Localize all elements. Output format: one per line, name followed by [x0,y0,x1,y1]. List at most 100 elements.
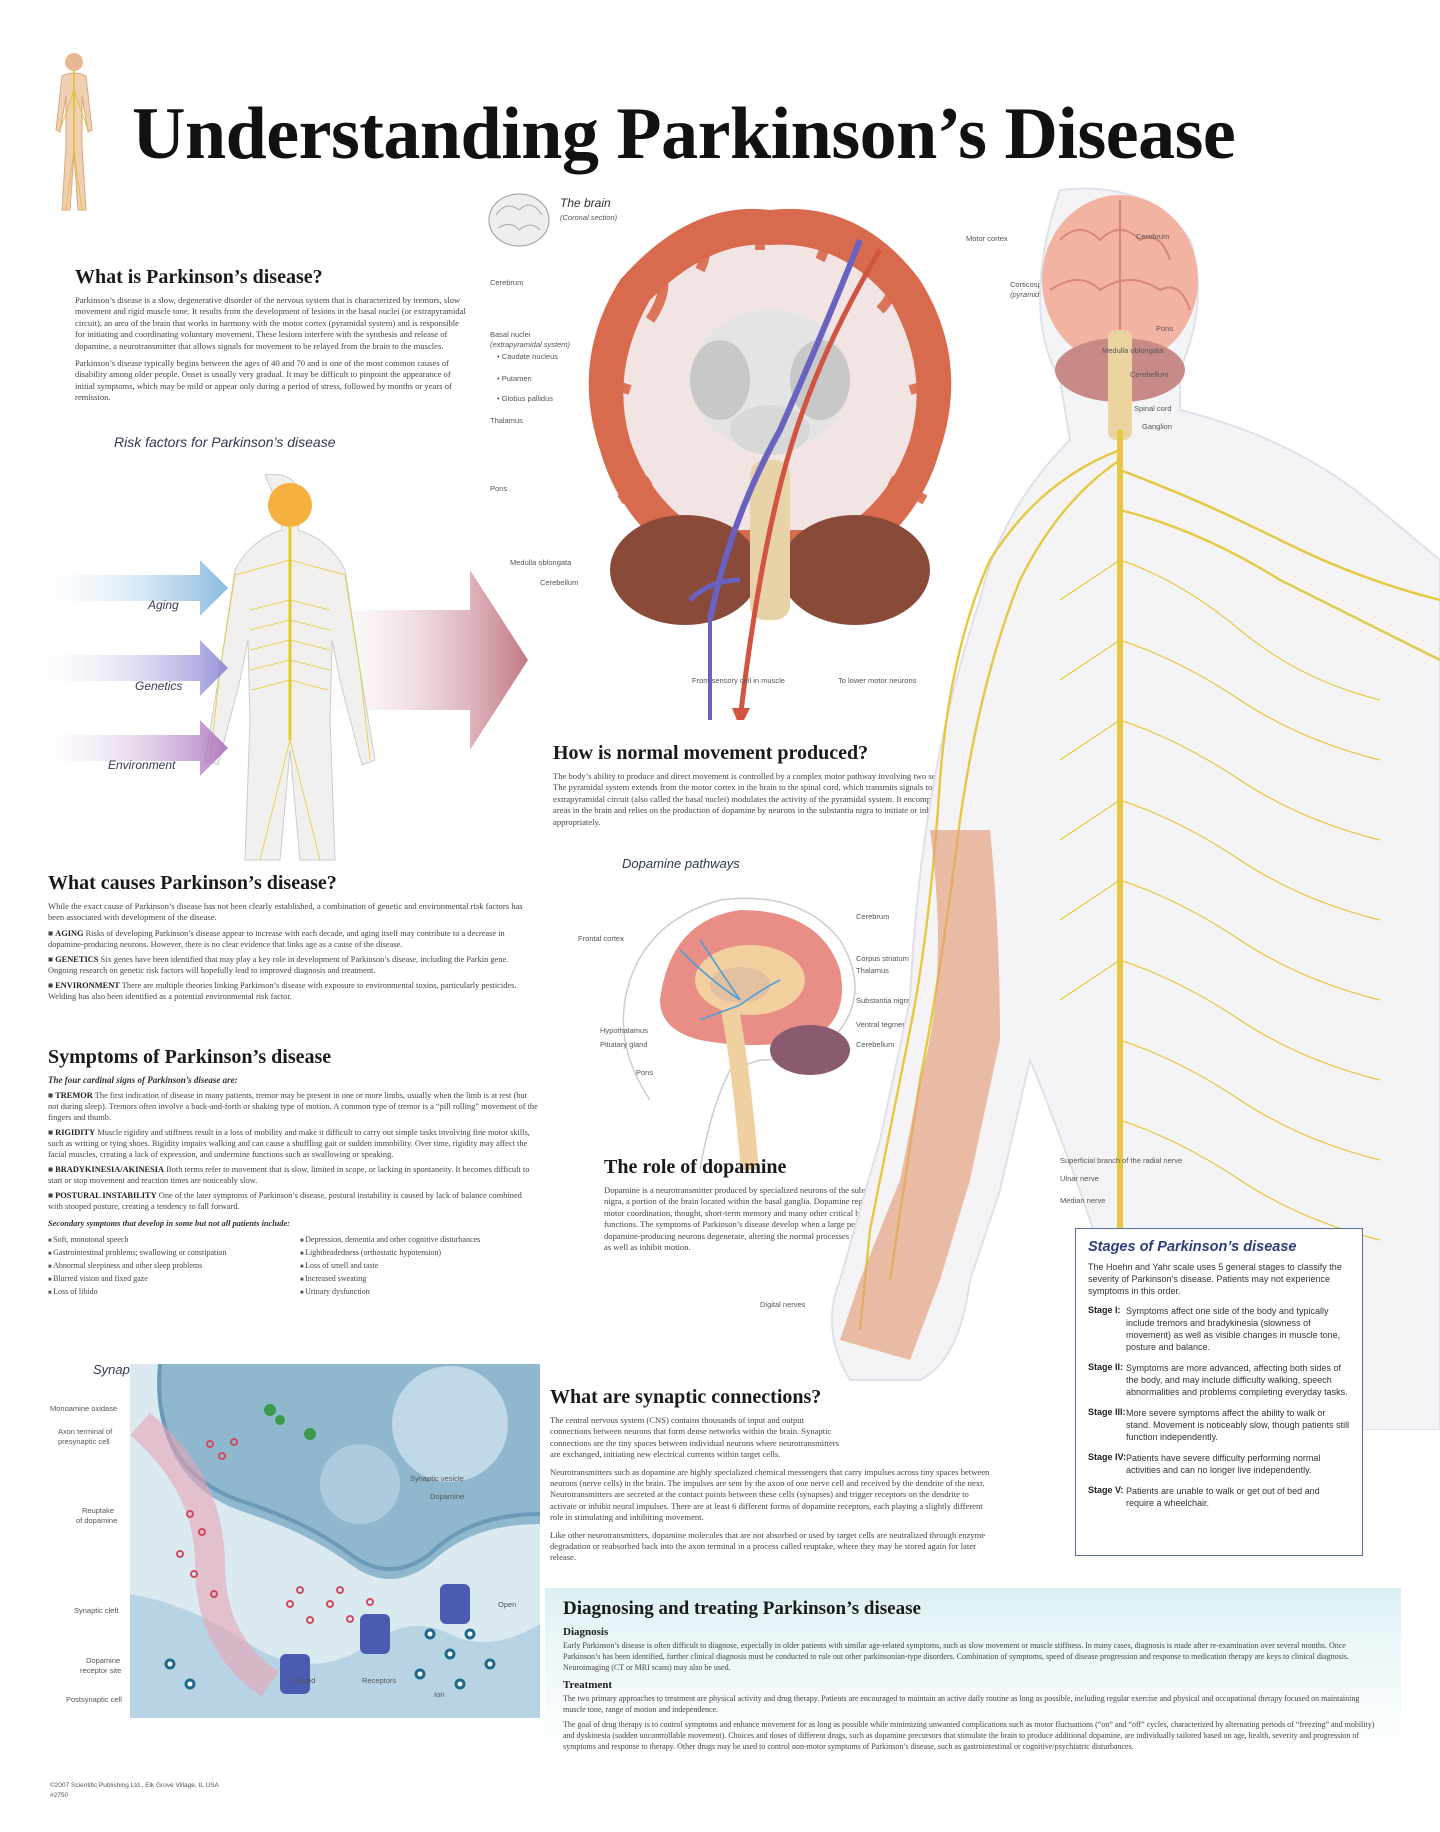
synapse-label: Reuptake [82,1506,115,1515]
dopamine-pathways-illustration [622,897,856,1170]
brain-label: Basal nuclei [490,330,531,339]
synapse-label: Receptors [362,1676,397,1685]
synapse-label: Open [498,1600,517,1609]
stage-row: Stage V:Patients are unable to walk or g… [1088,1485,1320,1508]
treatment-subheading: Treatment [563,1679,613,1691]
synapse-label: Dopamine [430,1492,465,1501]
stages-box: Stages of Parkinson’s disease The Hoehn … [1075,1228,1363,1556]
normal-movement-heading: How is normal movement produced? [553,742,869,764]
symptoms-secondary-intro: Secondary symptoms that develop in some … [48,1219,290,1229]
brain-label: • Putamen [497,374,532,383]
synapse-label: Ion [434,1690,445,1699]
stages-intro: The Hoehn and Yahr scale uses 5 general … [1088,1262,1342,1296]
normal-movement-section: How is normal movement produced? The bod… [553,742,993,828]
synaptic-connections-heading: What are synaptic connections? [550,1386,822,1408]
causes-item: ■ AGING Risks of developing Parkinson’s … [48,928,505,949]
symptom-item: ■ TREMOR The first indication of disease… [48,1091,538,1123]
risk-environment-label: Environment [108,758,176,772]
pathway-label: Ventral tegmental area [856,1020,932,1029]
brain-label: • Caudate nucleus [497,352,558,361]
treatment-text-2: The goal of drug therapy is to control s… [563,1720,1375,1751]
brain-coronal-illustration [588,208,952,720]
body-label: Superficial branch of the radial nerve [1060,1156,1183,1165]
role-dopamine-section: The role of dopamine Dopamine is a neuro… [604,1156,904,1253]
body-label: Spinal cord [1134,404,1172,413]
synapse-label: Dopamine [86,1656,121,1665]
list-item: Increased sweating [300,1273,538,1286]
what-is-heading: What is Parkinson’s disease? [75,266,323,288]
body-icon [55,53,93,211]
body-label: Cerebellum [1130,370,1169,379]
synapse-label: Synaptic cleft [74,1606,119,1615]
stage-row: Stage I:Symptoms affect one side of the … [1088,1305,1341,1352]
brain-label: Motor cortex [966,234,1008,243]
pathway-label: Hypothalamus [600,1026,648,1035]
diagnosis-section: Diagnosing and treating Parkinson’s dise… [545,1588,1401,1806]
copyright: ©2007 Scientific Publishing Ltd., Elk Gr… [50,1782,219,1789]
what-is-p1: Parkinson’s disease is a slow, degenerat… [75,295,466,351]
role-dopamine-heading: The role of dopamine [604,1156,787,1178]
synapse-label: Postsynaptic cell [66,1695,122,1704]
brain-label: Medulla oblongata [510,558,572,567]
brain-subtitle: (Coronal section) [560,213,618,222]
body-label: Digital nerves [760,1300,806,1309]
product-code: #2750 [50,1792,69,1799]
pathway-label: Pituitary gland [600,1040,648,1049]
body-label: Pons [1156,324,1174,333]
diagnosis-subheading: Diagnosis [563,1626,609,1638]
synapse-label: Axon terminal of [58,1427,113,1436]
synapse-label: receptor site [80,1666,122,1675]
synapse-label: of dopamine [76,1516,118,1525]
list-item: Abnormal sleepiness and other sleep prob… [48,1260,286,1273]
synapse-label: Monoamine oxidase [50,1404,118,1413]
list-item: Lightheadedness (orthostatic hypotension… [300,1247,538,1260]
nervous-system-illustration [831,187,1440,1430]
stages-heading: Stages of Parkinson’s disease [1088,1239,1297,1255]
list-item: Blurred vision and fixed gaze [48,1273,286,1286]
stage-row: Stage II:Symptoms are more advanced, aff… [1088,1362,1348,1397]
synaptic-p3: Like other neurotransmitters, dopamine m… [550,1529,986,1563]
body-label: Ulnar nerve [1060,1174,1099,1183]
causes-item: ■ ENVIRONMENT There are multiple theorie… [48,980,517,1001]
dopamine-pathways-title: Dopamine pathways [622,856,740,871]
symptom-item: ■ RIGIDITY Muscle rigidity and stiffness… [48,1128,530,1160]
pathway-label: Cerebellum [856,1040,895,1049]
synapse-label: presynaptic cell [58,1437,110,1446]
pathway-label: Substantia nigra [856,996,911,1005]
synapse-label: Synaptic vesicle [410,1474,464,1483]
pathway-label: Cerebrum [856,912,890,921]
brain-title: The brain [560,196,611,210]
list-item: Loss of libido [48,1286,286,1299]
secondary-symptoms-list: Soft, monotonal speech Gastrointestinal … [48,1234,538,1299]
synaptic-connections-section: What are synaptic connections? The centr… [550,1386,990,1564]
diagnosis-text: Early Parkinson’s disease is often diffi… [563,1641,1350,1672]
body-label: Cerebrum [1136,232,1170,241]
risk-aging-label: Aging [148,598,179,612]
what-is-p2: Parkinson’s disease typically begins bet… [75,358,452,403]
causes-section: What causes Parkinson’s disease? While t… [48,872,538,1002]
symptom-item: ■ POSTURAL INSTABILITY One of the later … [48,1191,522,1212]
symptom-item: ■ BRADYKINESIA/AKINESIA Both terms refer… [48,1165,530,1186]
brain-label: To lower motor neurons [838,676,917,685]
pathway-label: Corpus striatum [856,954,909,963]
pathway-label: Pons [636,1068,654,1077]
diagnosis-heading: Diagnosing and treating Parkinson’s dise… [563,1598,921,1619]
list-item: Soft, monotonal speech [48,1234,286,1247]
pathway-label: Thalamus [856,966,889,975]
causes-heading: What causes Parkinson’s disease? [48,872,337,894]
synaptic-p2: Neurotransmitters such as dopamine are h… [550,1466,990,1523]
list-item: Depression, dementia and other cognitive… [300,1234,538,1247]
pathway-label: Frontal cortex [578,934,624,943]
body-label: Median nerve [1060,1196,1106,1205]
normal-movement-text: The body’s ability to produce and direct… [553,771,993,827]
brain-label: (extrapyramidal system) [490,340,571,349]
brain-label: • Globus pallidus [497,394,553,403]
risk-figure [20,473,528,861]
body-label: Medulla oblongata [1102,346,1164,355]
brain-label: Thalamus [490,416,523,425]
list-item: Loss of smell and taste [300,1260,538,1273]
symptoms-section: Symptoms of Parkinson’s disease The four… [48,1046,538,1299]
risk-genetics-label: Genetics [135,679,183,693]
list-item: Gastrointestinal problems; swallowing or… [48,1247,286,1260]
synaptic-cleft-illustration [130,1364,540,1718]
